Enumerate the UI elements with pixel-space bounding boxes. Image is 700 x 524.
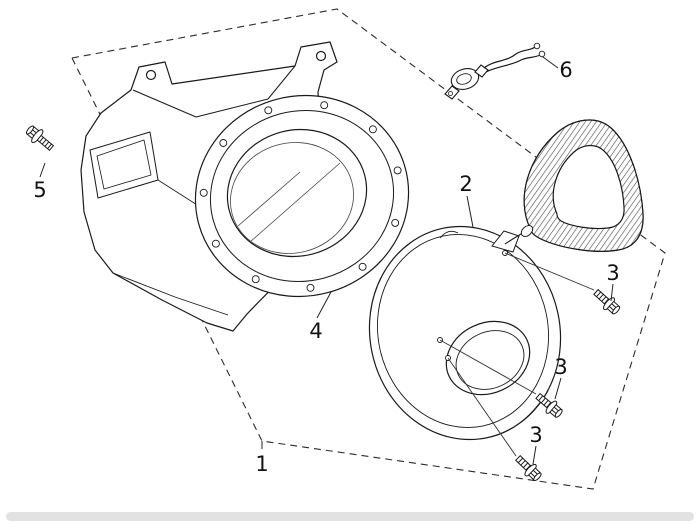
wire-terminal [538,50,546,58]
starter-grip [504,119,644,252]
callout-6: 6 [559,58,572,82]
bottom-scrollbar [6,512,694,521]
stop-switch [444,42,546,100]
switch-wire [483,46,536,69]
flange-bolt [512,452,545,485]
callout-4: 4 [309,319,322,343]
wire-terminal [533,42,541,50]
cover-tab-hole [315,50,327,62]
starter-plate [368,225,562,441]
flange-bolt [590,285,624,318]
callout-5: 5 [33,178,46,202]
plate-center-hole [445,320,531,396]
grip-hole [552,144,625,230]
cover-bolt [25,125,55,152]
callout-labels: 1 2 3 3 3 4 5 6 [33,58,619,476]
leader-lines [39,56,614,465]
callout-2: 2 [459,172,472,196]
fan-cover [80,41,410,332]
bolt-axis-lines [439,252,595,457]
rope-guide-bracket [491,230,520,253]
callout-3b: 3 [554,355,567,379]
starter-rope [504,233,522,245]
flange-bolt-holes [199,101,402,292]
rope-fitting [520,225,534,237]
callout-3c: 3 [529,423,542,447]
callout-1: 1 [255,452,268,476]
cover-tab-hole [145,69,157,81]
callout-3a: 3 [606,261,619,285]
switch-wire [485,54,541,73]
